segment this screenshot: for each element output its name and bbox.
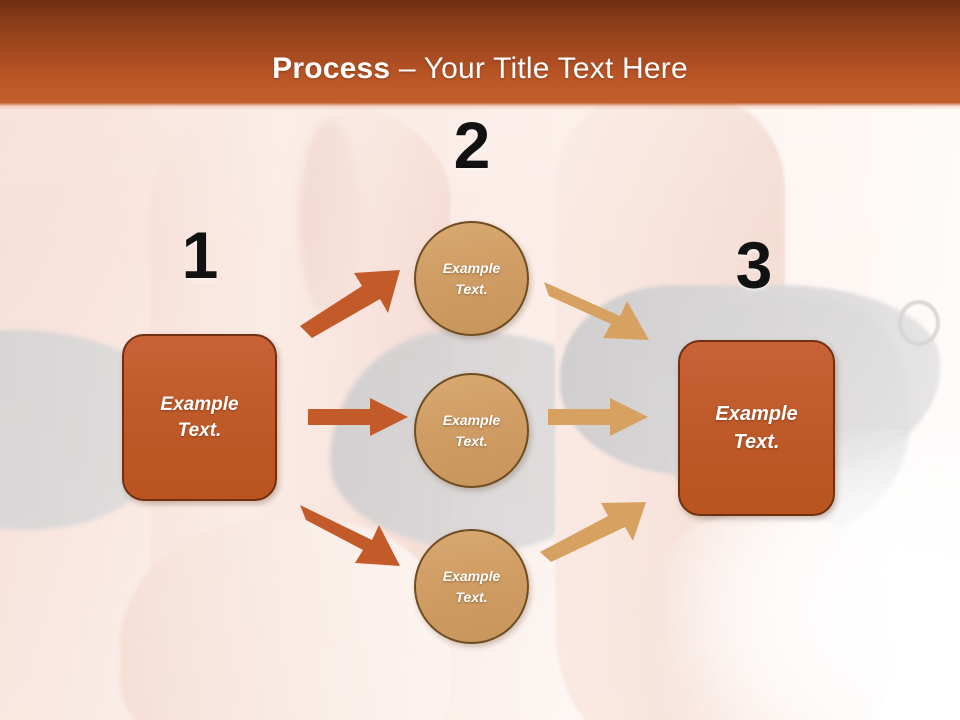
- arrow-right-icon-2: [548, 398, 648, 436]
- arrow-down-right-icon: [300, 500, 405, 570]
- process-box-3[interactable]: Example Text.: [678, 340, 835, 516]
- process-circle-1-label: Example Text.: [443, 258, 501, 300]
- arrow-up-right-icon-2: [540, 500, 650, 562]
- process-circle-3-label: Example Text.: [443, 566, 501, 608]
- process-circle-2[interactable]: Example Text.: [414, 373, 529, 488]
- process-circle-3-line1: Example: [442, 567, 501, 584]
- process-box-3-line2: Text.: [733, 431, 780, 453]
- background-shape-center-crease: [300, 120, 360, 320]
- step-number-1: 1: [181, 218, 219, 292]
- process-circle-2-line1: Example: [442, 411, 501, 428]
- process-circle-1-line2: Text.: [455, 280, 488, 297]
- process-circle-2-line2: Text.: [455, 432, 488, 449]
- process-box-3-label: Example Text.: [715, 400, 797, 456]
- process-box-1-line1: Example: [160, 393, 239, 415]
- process-box-3-line1: Example: [715, 403, 798, 425]
- arrow-right-icon: [308, 398, 408, 436]
- arrow-up-right-icon: [300, 268, 405, 338]
- process-circle-2-label: Example Text.: [443, 410, 501, 452]
- step-number-2: 2: [453, 108, 491, 182]
- page-title: Process – Your Title Text Here: [0, 52, 960, 86]
- process-box-1-label: Example Text.: [160, 392, 238, 444]
- background-shape-center-hand: [120, 520, 450, 720]
- process-box-1[interactable]: Example Text.: [122, 334, 277, 501]
- step-number-3: 3: [735, 228, 773, 302]
- title-bar: Process – Your Title Text Here: [0, 0, 960, 110]
- process-circle-3-line2: Text.: [455, 588, 488, 605]
- page-title-strong: Process: [272, 52, 391, 85]
- page-title-rest: – Your Title Text Here: [390, 52, 688, 85]
- process-box-1-line2: Text.: [177, 419, 222, 441]
- process-circle-3[interactable]: Example Text.: [414, 529, 529, 644]
- process-circle-1-line1: Example: [442, 259, 501, 276]
- process-circle-1[interactable]: Example Text.: [414, 221, 529, 336]
- background-shape-garment-loop: [898, 300, 940, 346]
- arrow-down-right-icon-2: [544, 278, 654, 344]
